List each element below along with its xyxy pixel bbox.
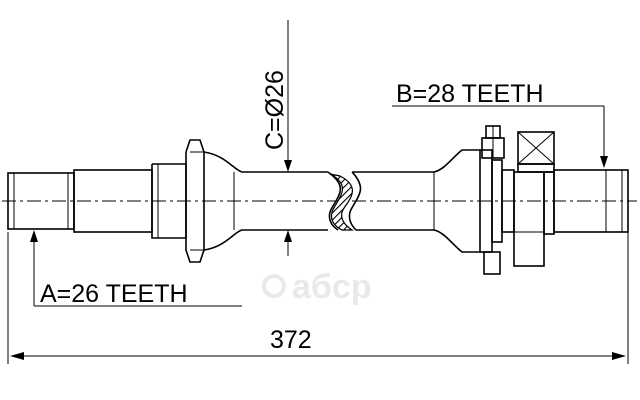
spline-b-label: B=28 TEETH	[396, 80, 544, 108]
dimension-c: C=Ø26	[261, 20, 292, 256]
dimension-b: B=28 TEETH	[392, 80, 608, 168]
left-shaft	[203, 151, 342, 251]
dimension-a: A=26 TEETH	[30, 230, 242, 308]
total-length-label: 372	[270, 326, 312, 354]
spline-b-end	[553, 169, 629, 233]
right-shaft	[348, 149, 480, 253]
break-section-hatch	[329, 173, 354, 231]
diameter-c-label: C=Ø26	[261, 70, 289, 150]
spline-a-label: A=26 TEETH	[40, 280, 188, 308]
right-joint	[479, 125, 555, 275]
spline-a-end	[7, 139, 205, 263]
watermark-text: aбcp	[292, 268, 372, 306]
watermark: aбcp	[262, 268, 372, 306]
dimension-total-length: 372	[7, 232, 629, 364]
